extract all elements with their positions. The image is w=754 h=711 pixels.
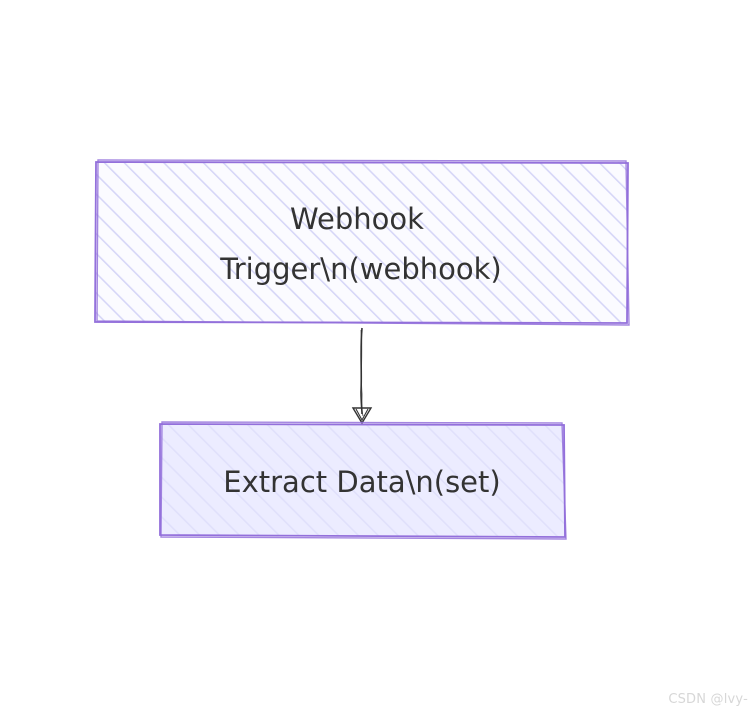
watermark: CSDN @lvy- (668, 692, 748, 707)
node-webhook-label-line-2: Trigger\n(webhook) (219, 252, 501, 286)
node-extract-data[interactable]: Extract Data\n(set) (159, 421, 567, 540)
node-webhook-trigger[interactable]: Webhook Trigger\n(webhook) (94, 159, 630, 326)
node-extract-label: Extract Data\n(set) (223, 465, 500, 499)
node-webhook-label-line-1: Webhook (290, 202, 424, 236)
arrowhead-icon (351, 407, 373, 425)
edge-webhook-to-extract (351, 327, 373, 425)
